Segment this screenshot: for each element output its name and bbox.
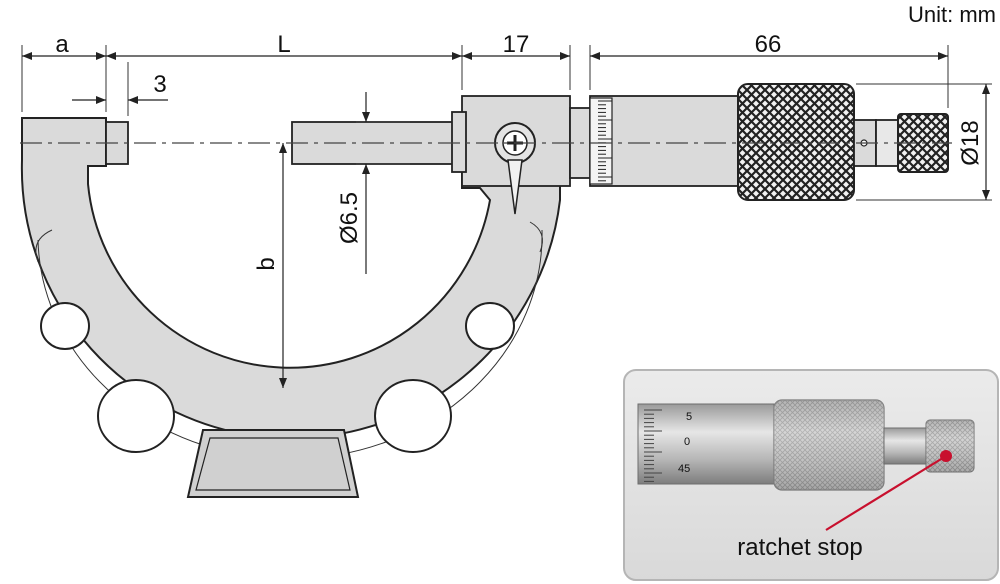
knurled-thimble bbox=[737, 83, 855, 201]
inset-scale-mark-0: 0 bbox=[684, 436, 690, 448]
dim-label-thimble-diameter: Ø18 bbox=[957, 120, 984, 165]
dim-label-17: 17 bbox=[503, 31, 530, 58]
dim-label-b: b bbox=[253, 257, 280, 270]
dim-label-a: a bbox=[55, 31, 69, 58]
dim-label-66: 66 bbox=[755, 31, 782, 58]
inset-scale-mark-45: 45 bbox=[678, 463, 690, 475]
micrometer-frame bbox=[20, 117, 561, 498]
inset-scale-mark-5: 5 bbox=[686, 411, 692, 423]
callout-line bbox=[825, 455, 947, 531]
thimble-scale bbox=[589, 95, 739, 187]
dimension-lines bbox=[21, 45, 992, 388]
dim-label-L: L bbox=[277, 31, 290, 58]
callout-dot bbox=[940, 450, 952, 462]
unit-label: Unit: mm bbox=[908, 2, 996, 27]
ratchet-inset-panel: 5 0 45 ratchet stop bbox=[623, 369, 999, 581]
dim-label-spindle-diameter: Ø6.5 bbox=[336, 192, 363, 244]
callout-label-ratchet-stop: ratchet stop bbox=[737, 534, 862, 561]
dim-label-3: 3 bbox=[153, 71, 166, 98]
